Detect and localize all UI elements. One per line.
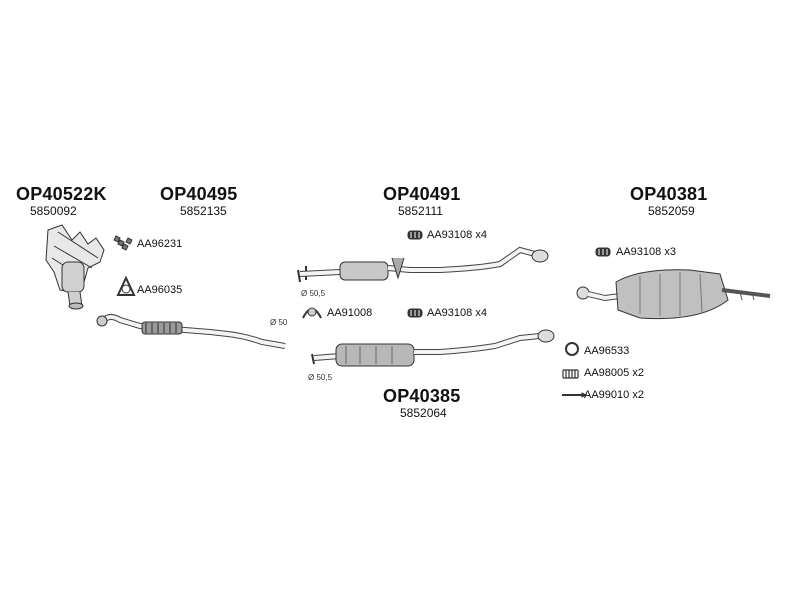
part-number-op40522k: 5850092 — [30, 204, 77, 218]
clamp-icon — [407, 308, 423, 318]
diameter-label: Ø 50 — [270, 318, 288, 327]
middle-silencer-variant-drawing — [311, 329, 555, 367]
rubber-mount-icon — [302, 307, 322, 319]
part-code-op40491: OP40491 — [383, 184, 461, 204]
part-number-op40491: 5852111 — [398, 204, 443, 218]
gasket-set-icon — [113, 235, 133, 251]
accessory-label: AA96035 — [137, 284, 183, 296]
accessory-label: AA91008 — [327, 307, 373, 319]
clamp-icon — [595, 247, 611, 257]
accessory-label: AA96231 — [137, 238, 183, 250]
accessory-label: AA96533 — [584, 345, 630, 357]
part-code-op40495: OP40495 — [160, 184, 238, 204]
part-number-op40385: 5852064 — [400, 406, 447, 420]
accessory-label: AA93108 x4 — [427, 307, 487, 319]
spring-icon — [562, 369, 579, 379]
accessory-label: AA93108 x4 — [427, 229, 487, 241]
middle-silencer-drawing — [297, 246, 549, 283]
diameter-label: Ø 50,5 — [308, 373, 333, 382]
accessory-label: AA93108 x3 — [616, 246, 676, 258]
part-code-op40385: OP40385 — [383, 386, 461, 406]
catalytic-manifold-drawing — [45, 224, 105, 310]
front-pipe-drawing — [96, 314, 286, 349]
sealing-ring-icon — [565, 342, 579, 356]
part-code-op40522k: OP40522K — [16, 184, 107, 204]
accessory-label: AA98005 x2 — [584, 367, 644, 379]
flange-gasket-icon — [116, 275, 136, 296]
part-code-op40381: OP40381 — [630, 184, 708, 204]
part-number-op40495: 5852135 — [180, 204, 227, 218]
accessory-label: AA99010 x2 — [584, 389, 644, 401]
clamp-icon — [407, 230, 423, 240]
part-number-op40381: 5852059 — [648, 204, 695, 218]
rear-silencer-drawing — [576, 269, 771, 320]
diameter-label: Ø 50,5 — [301, 289, 326, 298]
bolt-icon — [562, 392, 588, 398]
